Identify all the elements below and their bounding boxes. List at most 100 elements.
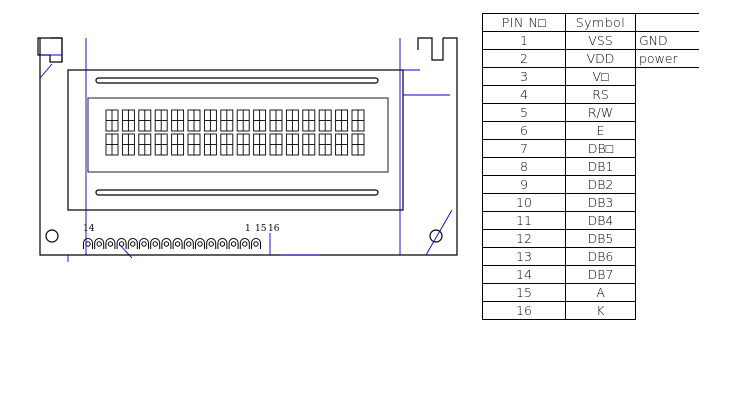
pin-number-cell: 13	[482, 247, 566, 266]
connector-pin	[127, 238, 138, 249]
function-cell	[635, 85, 699, 104]
symbol-cell: DB5	[565, 229, 636, 248]
connector-pin	[251, 238, 261, 249]
header-symbol: Symbol	[565, 13, 636, 32]
pin-hole	[107, 241, 114, 247]
pin-number-cell: 11	[482, 211, 566, 230]
connector-pin	[161, 238, 172, 249]
pin-number-cell: 12	[482, 229, 566, 248]
function-cell	[635, 175, 699, 194]
connector-pin	[195, 238, 205, 249]
function-cell	[635, 67, 699, 86]
connector-pin	[206, 238, 217, 249]
pin-hole	[174, 241, 181, 247]
symbol-cell: RS	[565, 85, 636, 104]
lcd-bezel	[67, 69, 404, 211]
pin-number-cell: 6	[482, 121, 566, 140]
symbol-cell: A	[565, 283, 636, 302]
function-cell	[635, 121, 699, 140]
symbol-cell: VDD	[565, 49, 636, 68]
symbol-cell: DB3	[565, 193, 636, 212]
pin-hole	[253, 241, 259, 247]
function-cell: power	[635, 49, 699, 68]
header-function	[635, 13, 699, 32]
function-cell	[635, 301, 699, 320]
function-cell	[635, 265, 699, 284]
symbol-cell: DB7	[565, 265, 636, 284]
pin-hole	[219, 241, 226, 247]
pin-number-cell: 2	[482, 49, 566, 68]
connector-pins	[83, 238, 261, 249]
pin-hole	[96, 241, 102, 247]
pin-number-cell: 9	[482, 175, 566, 194]
pcb-outline	[37, 37, 458, 256]
pin-number-labels: 14 1 15 16	[83, 224, 280, 234]
connector-pin	[217, 238, 228, 249]
symbol-cell: DB4	[565, 211, 636, 230]
pin-hole	[230, 241, 237, 247]
pin-number-cell: 4	[482, 85, 566, 104]
symbol-cell: VSS	[565, 31, 636, 50]
pin-number-cell: 1	[482, 31, 566, 50]
pin-number-cell: 3	[482, 67, 566, 86]
function-cell	[635, 157, 699, 176]
header-pin-no: PIN N□	[482, 13, 566, 32]
pin-hole	[208, 241, 214, 247]
symbol-cell: R/W	[565, 103, 636, 122]
symbol-cell: K	[565, 301, 636, 320]
connector-pin	[228, 238, 239, 249]
character-grid	[105, 109, 365, 156]
symbol-cell: DB2	[565, 175, 636, 194]
symbol-cell: V□	[565, 67, 636, 86]
symbol-cell: DB□	[565, 139, 636, 158]
pin-number-cell: 16	[482, 301, 566, 320]
connector-pin	[94, 238, 105, 249]
pin-hole	[130, 241, 136, 247]
function-cell	[635, 139, 699, 158]
table-header-row: PIN N□Symbol	[482, 13, 699, 32]
connector-pin	[150, 238, 161, 249]
pin-hole	[141, 241, 147, 247]
symbol-cell: E	[565, 121, 636, 140]
pin-hole	[163, 241, 170, 247]
function-cell: GND	[635, 31, 699, 50]
connector-pin	[116, 238, 127, 249]
pin-number-cell: 5	[482, 103, 566, 122]
connector-pin	[239, 238, 250, 249]
pin-label-16: 16	[268, 224, 280, 234]
function-cell	[635, 283, 699, 302]
function-cell	[635, 103, 699, 122]
connector-pin	[83, 238, 93, 249]
connector-pin	[172, 238, 183, 249]
function-cell	[635, 247, 699, 266]
function-cell	[635, 193, 699, 212]
pin-hole	[152, 241, 158, 247]
pin-number-cell: 10	[482, 193, 566, 212]
pin-number-cell: 14	[482, 265, 566, 284]
connector-pin	[105, 238, 116, 249]
symbol-cell: DB6	[565, 247, 636, 266]
pin-hole	[197, 241, 203, 247]
dimension-lines	[39, 38, 453, 262]
pin-label-15: 15	[255, 224, 267, 234]
symbol-cell: DB1	[565, 157, 636, 176]
pin-label-1: 1	[245, 224, 251, 234]
pin-hole	[85, 241, 91, 247]
pin-hole	[186, 241, 192, 247]
pin-label-14: 14	[83, 224, 95, 234]
